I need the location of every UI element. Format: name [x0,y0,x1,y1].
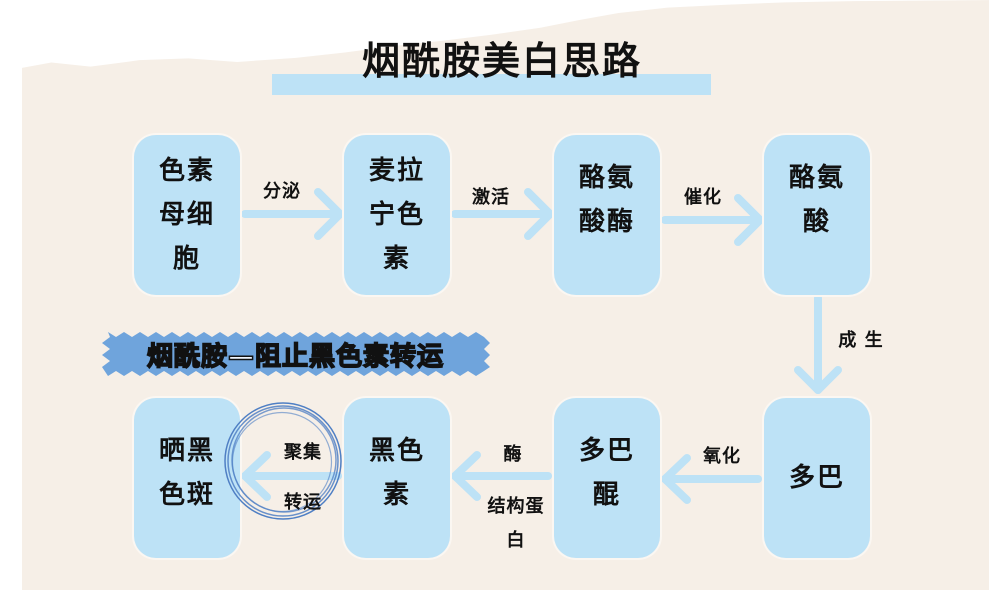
arrow-right-icon [451,188,554,240]
arrow-down-icon [794,294,842,394]
highlight-circle-icon [224,402,342,520]
edge-label-structural-protein: 结构蛋白 [487,496,545,551]
edge-label-oxidize: 氧化 [703,446,741,467]
node-label: 色素母细胞 [158,156,215,274]
node-melanin: 黑色素 [344,398,450,558]
node-sunspot: 晒黑色斑 [134,398,240,558]
banner-text: 烟酰胺—阻止黑色素转运 [146,341,444,373]
arrow-right-icon [241,188,344,240]
node-label: 酪氨酸酶 [578,163,635,237]
arrow-left-icon [451,451,552,501]
edge-label-generate: 成 生 [838,330,884,351]
node-tyrosine: 酪氨酸 [764,135,870,295]
paper-edge [989,0,1004,590]
arrow-right-icon [661,194,764,246]
edge-label-aggregate: 聚集 [284,442,322,463]
node-dopaquinone: 多巴醌 [554,398,660,558]
node-label: 麦拉宁色素 [368,156,425,274]
edge-label-transport: 转运 [284,492,322,513]
node-label: 酪氨酸 [788,163,845,237]
node-tyrosinase: 酪氨酸酶 [554,135,660,295]
arrow-left-icon [661,454,762,504]
node-melanin-precursor: 麦拉宁色素 [344,135,450,295]
node-melanocyte: 色素母细胞 [134,135,240,295]
node-label: 多巴醌 [578,436,635,510]
edge-label-catalyze: 催化 [684,187,722,208]
banner-shape [102,332,490,376]
node-label: 多巴 [788,463,845,493]
node-label: 晒黑色斑 [158,436,215,510]
edge-label-activate: 激活 [472,187,510,208]
node-dopa: 多巴 [764,398,870,558]
page-title: 烟酰胺美白思路 [361,39,642,83]
arrow-left-icon [241,451,342,501]
title-highlight-bar [272,74,711,95]
node-label: 黑色素 [368,436,425,510]
edge-label-secrete: 分泌 [263,181,301,202]
edge-label-enzyme: 酶 [503,444,523,465]
